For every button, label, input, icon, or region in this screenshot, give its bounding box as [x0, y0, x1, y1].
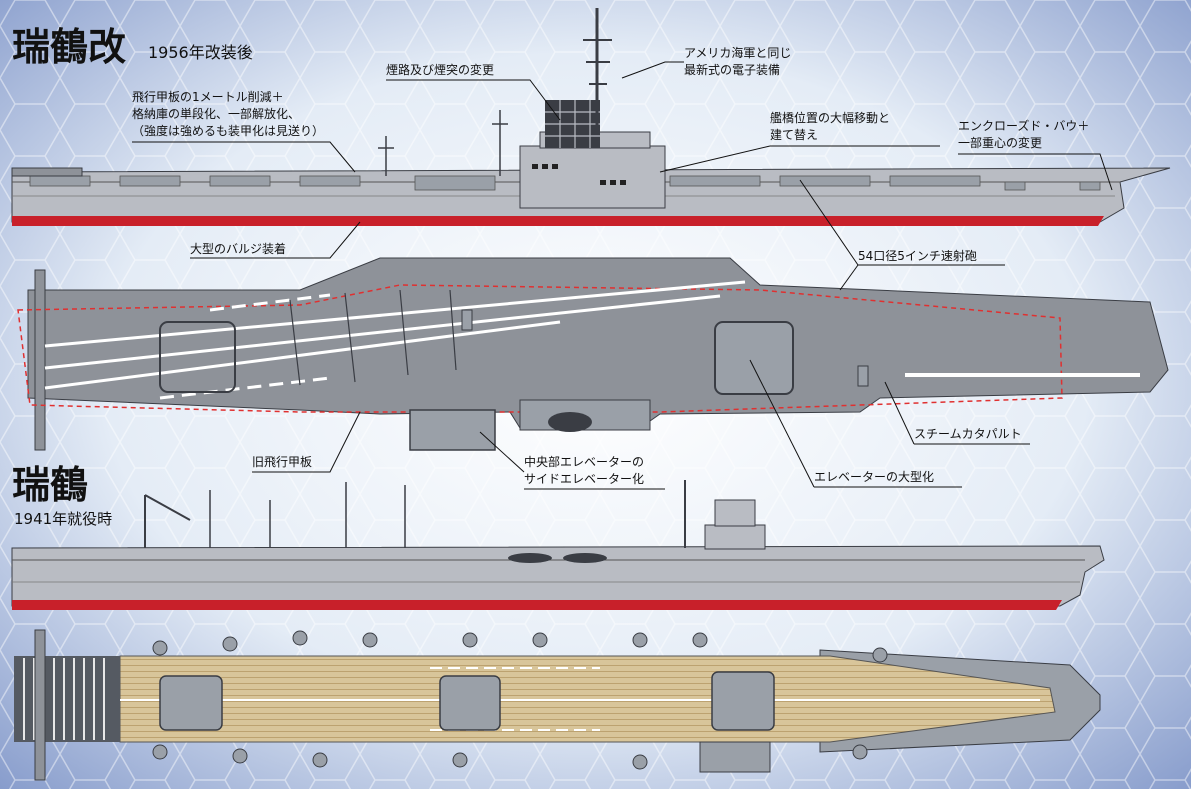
- svg-text:飛行甲板の1メートル削減＋: 飛行甲板の1メートル削減＋: [132, 89, 284, 104]
- modern-ship-name: 瑞鶴改: [12, 24, 126, 69]
- callout-flight-deck: 飛行甲板の1メートル削減＋ 格納庫の単段化、一部解放化、 （強度は強めるも装甲化…: [132, 89, 356, 173]
- callout-old-deck: 旧飛行甲板: [252, 411, 361, 473]
- svg-text:中央部エレベーターの: 中央部エレベーターの: [524, 454, 644, 469]
- callout-funnel: 煙路及び煙突の変更: [386, 62, 561, 121]
- modern-top-view: [17, 257, 1169, 451]
- callout-bow: エンクローズド・バウ＋ 一部重心の変更: [958, 118, 1113, 191]
- callout-guns: 54口径5インチ速射砲: [799, 179, 1005, 291]
- svg-text:旧飛行甲板: 旧飛行甲板: [252, 455, 312, 469]
- callout-bridge: 艦橋位置の大幅移動と 建て替え: [659, 110, 940, 173]
- svg-text:大型のバルジ装着: 大型のバルジ装着: [190, 241, 286, 256]
- svg-text:艦橋位置の大幅移動と: 艦橋位置の大幅移動と: [770, 110, 890, 125]
- modern-year-note: 1956年改装後: [148, 43, 253, 62]
- svg-text:サイドエレベーター化: サイドエレベーター化: [524, 472, 644, 486]
- original-ship-name: 瑞鶴: [12, 462, 88, 507]
- svg-text:スチームカタパルト: スチームカタパルト: [914, 427, 1022, 441]
- callout-bulge: 大型のバルジ装着: [190, 221, 361, 259]
- callout-elevator-size: エレベーターの大型化: [749, 359, 962, 488]
- svg-text:建て替え: 建て替え: [770, 128, 818, 142]
- svg-text:煙路及び煙突の変更: 煙路及び煙突の変更: [386, 62, 494, 77]
- svg-text:一部重心の変更: 一部重心の変更: [958, 135, 1042, 150]
- original-top-view: [14, 629, 1101, 781]
- callout-electronics: アメリカ海軍と同じ 最新式の電子装備: [621, 45, 791, 79]
- svg-text:最新式の電子装備: 最新式の電子装備: [684, 62, 780, 77]
- modern-side-view: [11, 8, 1171, 226]
- svg-text:（強度は強めるも装甲化は見送り）: （強度は強めるも装甲化は見送り）: [132, 123, 324, 138]
- original-side-view: [11, 480, 1105, 610]
- svg-text:アメリカ海軍と同じ: アメリカ海軍と同じ: [684, 45, 791, 60]
- svg-text:エンクローズド・バウ＋: エンクローズド・バウ＋: [958, 118, 1089, 133]
- svg-text:54口径5インチ速射砲: 54口径5インチ速射砲: [858, 248, 977, 263]
- svg-text:格納庫の単段化、一部解放化、: 格納庫の単段化、一部解放化、: [132, 106, 300, 121]
- callout-side-elevator: 中央部エレベーターの サイドエレベーター化: [479, 431, 665, 490]
- original-year-note: 1941年就役時: [14, 510, 112, 528]
- svg-text:エレベーターの大型化: エレベーターの大型化: [814, 470, 934, 484]
- callout-catapult: スチームカタパルト: [884, 381, 1030, 445]
